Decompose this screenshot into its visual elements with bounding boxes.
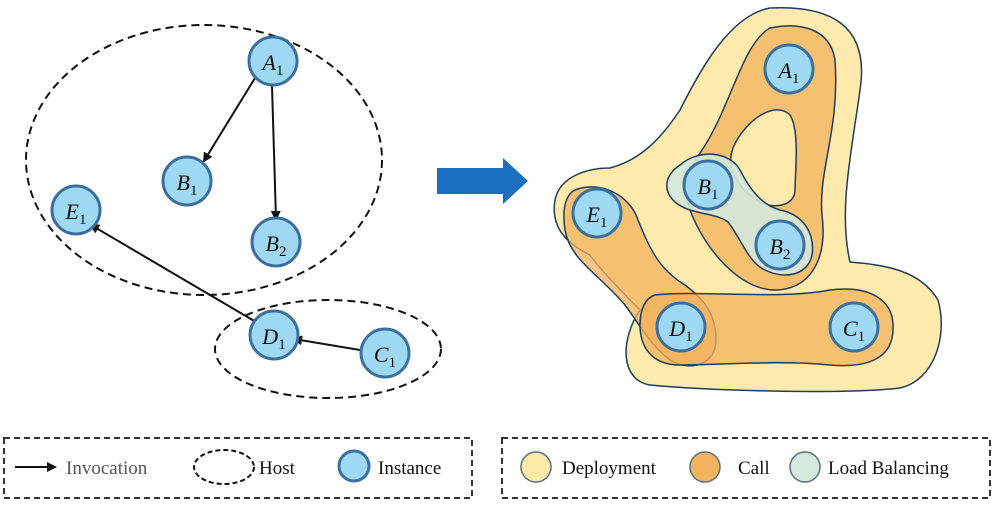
svg-text:C1: C1 <box>843 316 865 345</box>
node-subscript: 2 <box>279 244 287 260</box>
call-swatch-icon <box>689 451 721 483</box>
host-ellipse-icon <box>193 449 255 485</box>
invocation-edge-c1-d1 <box>292 335 361 351</box>
call-region-d1-c1 <box>639 288 894 367</box>
legend-deployment-label: Deployment <box>562 458 657 479</box>
svg-text:D1: D1 <box>261 324 285 353</box>
legend-right: Deployment Call Load Balancing <box>501 437 991 499</box>
instance-node-b2-right: B2 <box>754 219 806 271</box>
instance-node-c1: C1 <box>359 327 411 379</box>
instance-node-e1-right: E1 <box>571 187 623 239</box>
instance-node-a1: A1 <box>247 35 299 87</box>
svg-text:E1: E1 <box>65 199 87 228</box>
instance-node-b1-right: B1 <box>682 159 734 211</box>
instance-node-b1: B1 <box>161 155 213 207</box>
legend-right-frame <box>501 437 991 499</box>
svg-text:A1: A1 <box>777 58 800 87</box>
node-subscript: 1 <box>79 212 87 228</box>
node-letter: D <box>668 316 685 341</box>
node-letter: D <box>261 324 278 349</box>
node-subscript: 2 <box>783 247 791 263</box>
deployment-swatch-icon <box>520 451 552 483</box>
node-subscript: 1 <box>858 329 866 345</box>
node-subscript: 1 <box>190 183 198 199</box>
node-letter: E <box>65 199 80 224</box>
legend-call-label: Call <box>738 458 770 479</box>
instance-node-a1-right: A1 <box>763 43 815 95</box>
node-letter: A <box>261 50 277 75</box>
legend-left: Invocation Host Instance <box>3 437 473 499</box>
node-letter: B <box>177 170 190 195</box>
instance-node-d1-right: D1 <box>655 301 707 353</box>
node-letter: B <box>770 234 783 259</box>
node-letter: B <box>698 174 711 199</box>
instance-node-b2: B2 <box>250 216 302 268</box>
node-subscript: 1 <box>276 63 284 79</box>
node-subscript: 1 <box>792 71 800 87</box>
instance-node-d1: D1 <box>248 309 300 361</box>
legend-load-balancing-label: Load Balancing <box>828 458 949 479</box>
legend-invocation-label: Invocation <box>66 458 148 479</box>
svg-text:A1: A1 <box>261 50 284 79</box>
legend-instance-label: Instance <box>378 458 441 479</box>
node-letter: E <box>586 202 601 227</box>
node-subscript: 1 <box>600 215 608 231</box>
instance-node-e1: E1 <box>50 184 102 236</box>
svg-text:B1: B1 <box>698 174 719 203</box>
invocation-edge-a1-b1 <box>202 77 256 163</box>
host-ellipse-small <box>214 299 442 399</box>
svg-text:B2: B2 <box>266 231 287 260</box>
node-subscript: 1 <box>685 329 693 345</box>
node-letter: B <box>266 231 279 256</box>
svg-text:C1: C1 <box>374 342 396 371</box>
node-letter: A <box>777 58 793 83</box>
legend-left-frame <box>3 437 473 499</box>
svg-text:E1: E1 <box>586 202 608 231</box>
invocation-edge-a1-b2 <box>270 85 281 221</box>
invocation-edge-d1-e1 <box>89 223 257 323</box>
svg-text:B1: B1 <box>177 170 198 199</box>
instance-circle-icon <box>337 449 371 483</box>
load-balancing-swatch-icon <box>789 451 821 483</box>
node-letter: C <box>843 316 858 341</box>
svg-text:D1: D1 <box>668 316 692 345</box>
node-letter: C <box>374 342 389 367</box>
instance-node-c1-right: C1 <box>828 301 880 353</box>
legend-host-label: Host <box>259 458 296 479</box>
node-subscript: 1 <box>711 187 719 203</box>
svg-text:B2: B2 <box>770 234 791 263</box>
host-ellipse-large <box>25 24 383 296</box>
transform-arrow-icon <box>437 158 528 204</box>
node-subscript: 1 <box>389 355 397 371</box>
node-subscript: 1 <box>278 337 286 353</box>
